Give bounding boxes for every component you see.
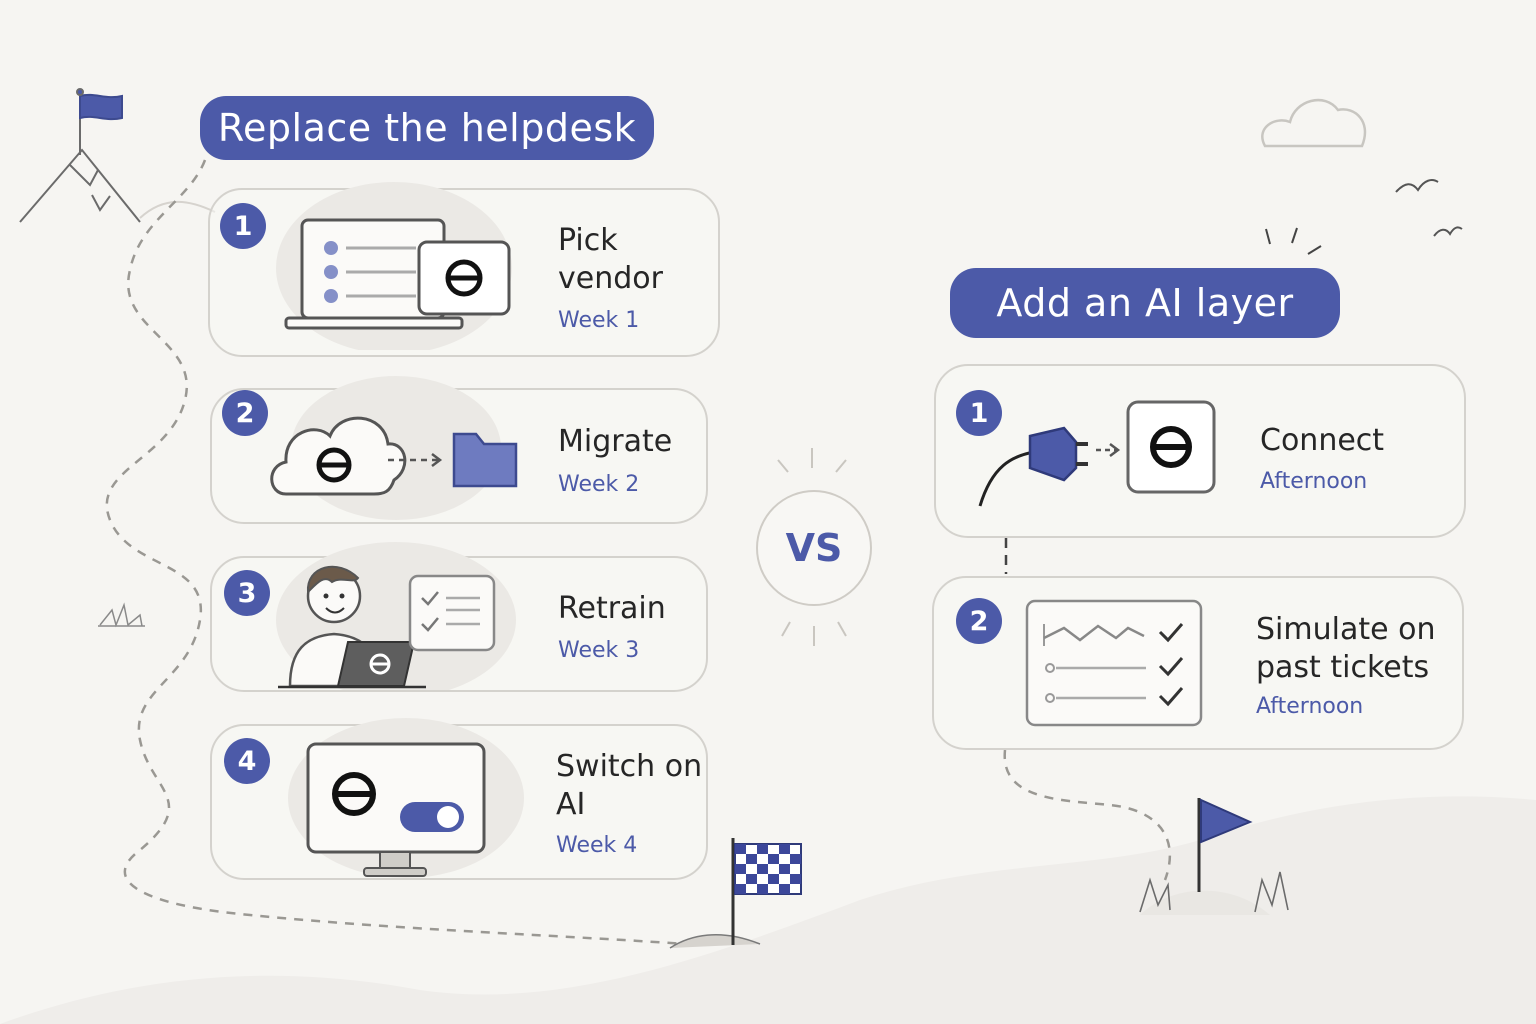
cloud-folder-icon [270,376,518,520]
cloud-icon [270,416,407,496]
step-title: Simulate on past tickets [1256,612,1436,685]
plug-icon [978,400,1216,507]
step-time: Week 1 [558,308,640,333]
laptop-list-icon [276,182,512,350]
step-time: Afternoon [1256,694,1364,719]
logo-icon [1150,426,1192,468]
step-badge: 2 [222,390,268,436]
step-badge: 4 [224,738,270,784]
step-badge: 1 [220,203,266,249]
step-time: Week 4 [556,833,638,858]
step-time: Afternoon [1260,469,1368,494]
step-title: Pick vendor [558,223,663,296]
flag-icon [19,88,216,223]
left-title-pill: Replace the helpdesk [200,96,654,160]
cloud-decor-icon [1261,98,1367,148]
step-title: Connect [1260,423,1385,458]
vs-circle: VS [756,490,872,606]
step-badge: 3 [224,570,270,616]
step-time: Week 3 [558,638,640,663]
step-badge: 2 [956,598,1002,644]
ground-hills [0,796,1536,1024]
folder-icon [452,432,518,488]
bird-icon [1395,179,1439,193]
monitor-toggle-icon [288,718,524,878]
step-title: Switch on AI [556,749,703,822]
step-badge: 1 [956,390,1002,436]
vs-label: VS [785,526,843,570]
left-path [105,159,701,947]
flag-icon [1139,798,1289,915]
right-path [1003,749,1172,881]
bird-icon [1433,226,1463,237]
checkered-flag-icon [669,838,802,949]
vs-rays [777,448,847,646]
step-time: Week 2 [558,472,640,497]
step-title: Migrate [558,424,673,459]
person-laptop-icon [276,542,516,690]
grass-icon [98,602,145,628]
left-title: Replace the helpdesk [217,106,637,150]
spark-icon [1265,227,1322,255]
chart-checklist-icon [1025,599,1203,727]
step-title: Retrain [558,591,666,626]
right-title: Add an AI layer [996,281,1294,325]
checklist-icon [408,574,496,652]
right-title-pill: Add an AI layer [950,268,1340,338]
logo-icon [445,259,483,297]
